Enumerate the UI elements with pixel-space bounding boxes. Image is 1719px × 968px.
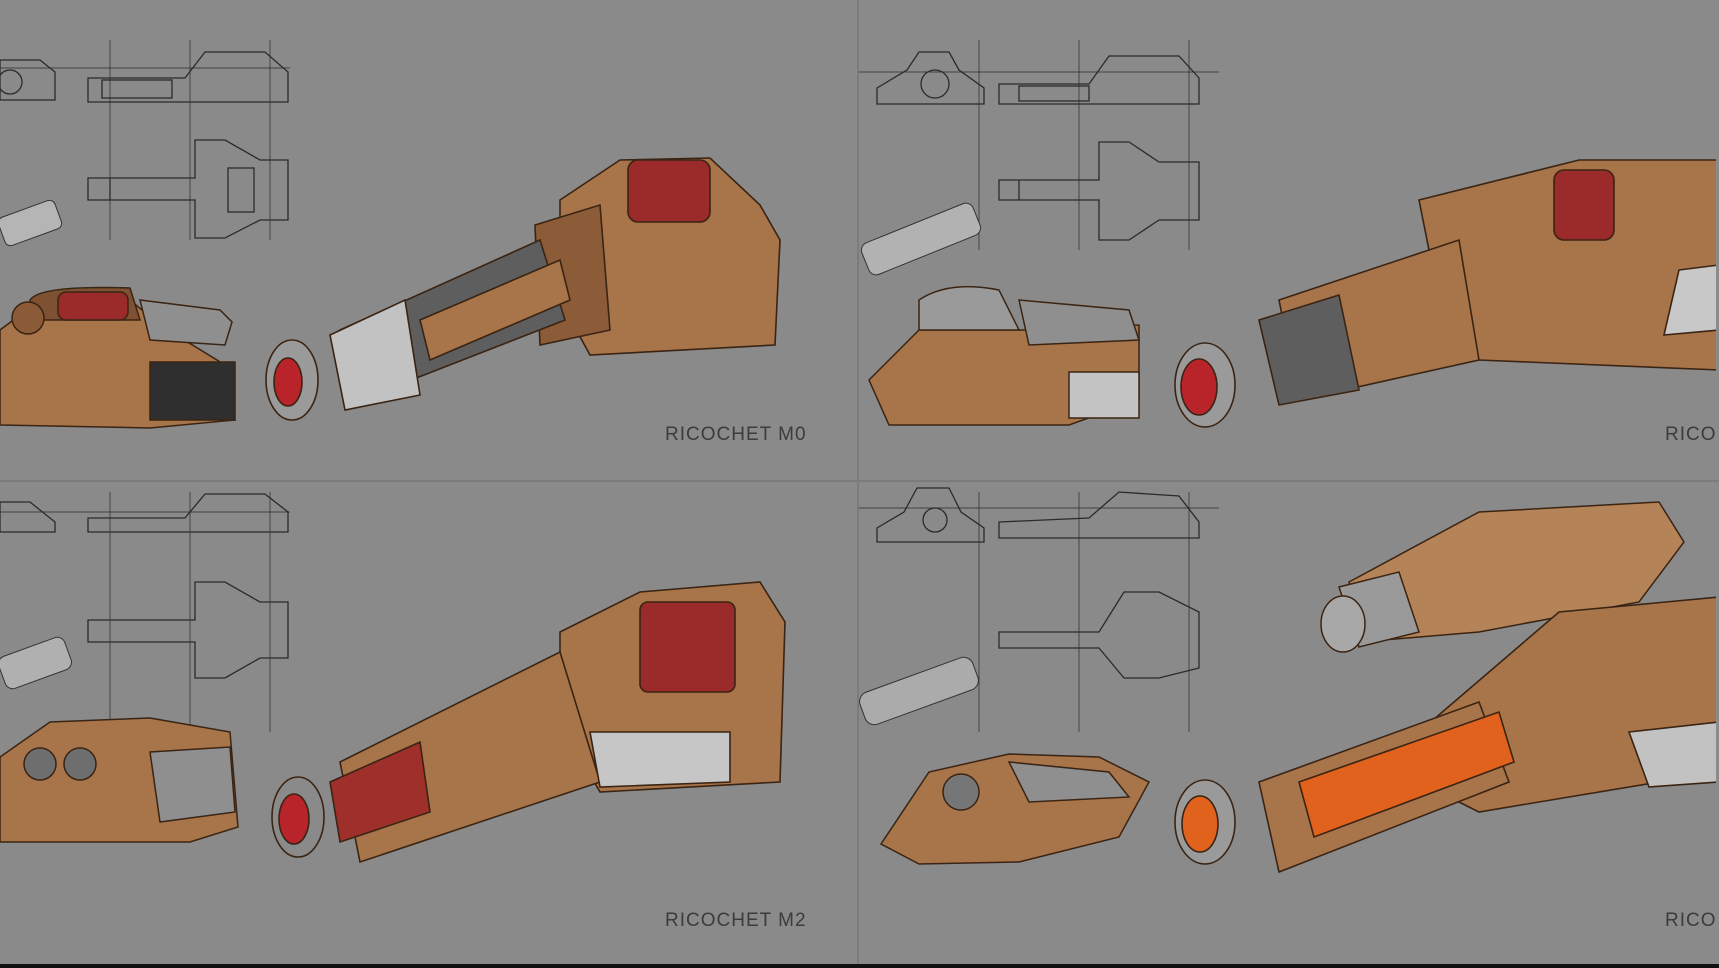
ricochet-m1-artwork [859, 40, 1716, 428]
gun-main-render [271, 581, 786, 864]
vertical-divider [857, 0, 859, 966]
ricochet-m3-artwork [859, 487, 1716, 874]
horizontal-divider [0, 480, 1719, 482]
small-gun-sketch [0, 636, 72, 690]
panel-ricochet-m1: RICO [859, 0, 1716, 480]
gun-back-render [1320, 501, 1685, 653]
blueprint-lines [859, 40, 1219, 250]
model-caption: RICO [1665, 910, 1716, 931]
model-caption: RICO [1665, 424, 1716, 445]
gun-compact-render [868, 285, 1141, 426]
gun-compact-render [879, 753, 1151, 865]
gun-compact-render [0, 717, 239, 843]
bottom-edge-bar [0, 964, 1719, 968]
panel-ricochet-m0: RICOCHET M0 [0, 0, 857, 480]
panel-ricochet-m2: RICOCHET M2 [0, 482, 857, 962]
ricochet-m2-artwork [0, 492, 786, 864]
small-gun-sketch [860, 202, 982, 276]
blueprint-lines [859, 487, 1219, 732]
gun-compact-render [0, 286, 236, 429]
small-gun-sketch [859, 656, 979, 726]
model-caption: RICOCHET M2 [665, 910, 807, 931]
gun-main-render [1174, 596, 1716, 874]
panel-ricochet-m3: RICO [859, 482, 1716, 962]
gun-main-render [1174, 159, 1716, 428]
gun-main-render [265, 157, 781, 421]
ricochet-m0-artwork [0, 40, 781, 429]
blueprint-lines [0, 492, 290, 732]
blueprint-lines [0, 40, 290, 240]
small-gun-sketch [0, 199, 63, 247]
model-caption: RICOCHET M0 [665, 424, 807, 445]
